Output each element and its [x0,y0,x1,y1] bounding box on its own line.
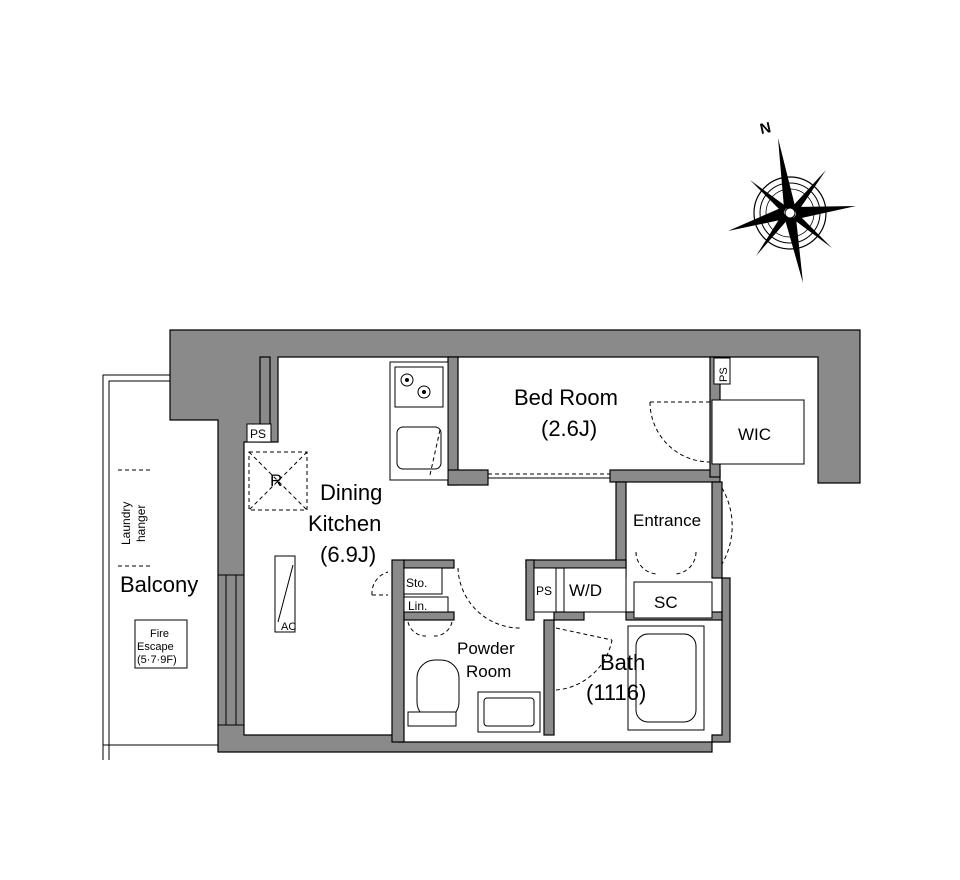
ps-left-label: PS [250,427,266,441]
bath-label: Bath [600,650,645,675]
refrigerator-label: R [270,471,282,490]
bath-size: (1116) [586,680,646,705]
walls [169,329,861,753]
laundry-hanger-line1: Laundry [119,502,133,545]
ac-label: AC [281,621,296,633]
kitchen-sink-icon [396,426,442,476]
balcony-label: Balcony [120,572,198,597]
sto-label: Sto. [406,576,427,590]
entrance-area [563,487,733,619]
bedroom-details [488,360,819,479]
stove-icon [394,366,444,408]
bathtub-icon [627,625,705,731]
dining-kitchen-line1: Dining [320,480,382,505]
wd-label: W/D [569,581,602,600]
wic-label: WIC [738,425,771,444]
powder-room-line1: Powder [457,639,515,658]
dining-kitchen-size: (6.9J) [320,542,376,567]
sc-label: SC [654,593,678,612]
fire-escape-line1: Fire [150,628,169,640]
ps-top-label: PS [718,367,730,382]
compass: N [728,119,856,283]
compass-rose-icon [728,138,856,283]
powder-room-line2: Room [466,662,511,681]
fire-escape-line3: (5·7·9F) [137,654,177,666]
refrigerator-space [248,451,308,511]
wet-area [371,567,705,733]
fire-escape-line2: Escape [137,641,174,653]
bed-room-size: (2.6J) [541,416,597,441]
washbasin-icon [477,691,541,733]
bed-room-label: Bed Room [514,385,618,410]
compass-north-label: N [758,119,772,138]
balcony: Fire Escape (5·7·9F) [102,374,244,760]
entrance-label: Entrance [633,511,701,530]
fire-escape-hatch: Fire Escape (5·7·9F) [134,619,188,669]
ps-middle-label: PS [536,584,552,598]
lin-label: Lin. [408,599,427,613]
dining-kitchen-line2: Kitchen [308,511,381,536]
laundry-hanger-line2: hanger [134,505,148,542]
kitchen-fixtures: R AC [248,361,449,633]
ps-shafts: PS PS PS [246,357,731,613]
toilet-icon [407,659,460,727]
ac-unit [274,555,296,633]
